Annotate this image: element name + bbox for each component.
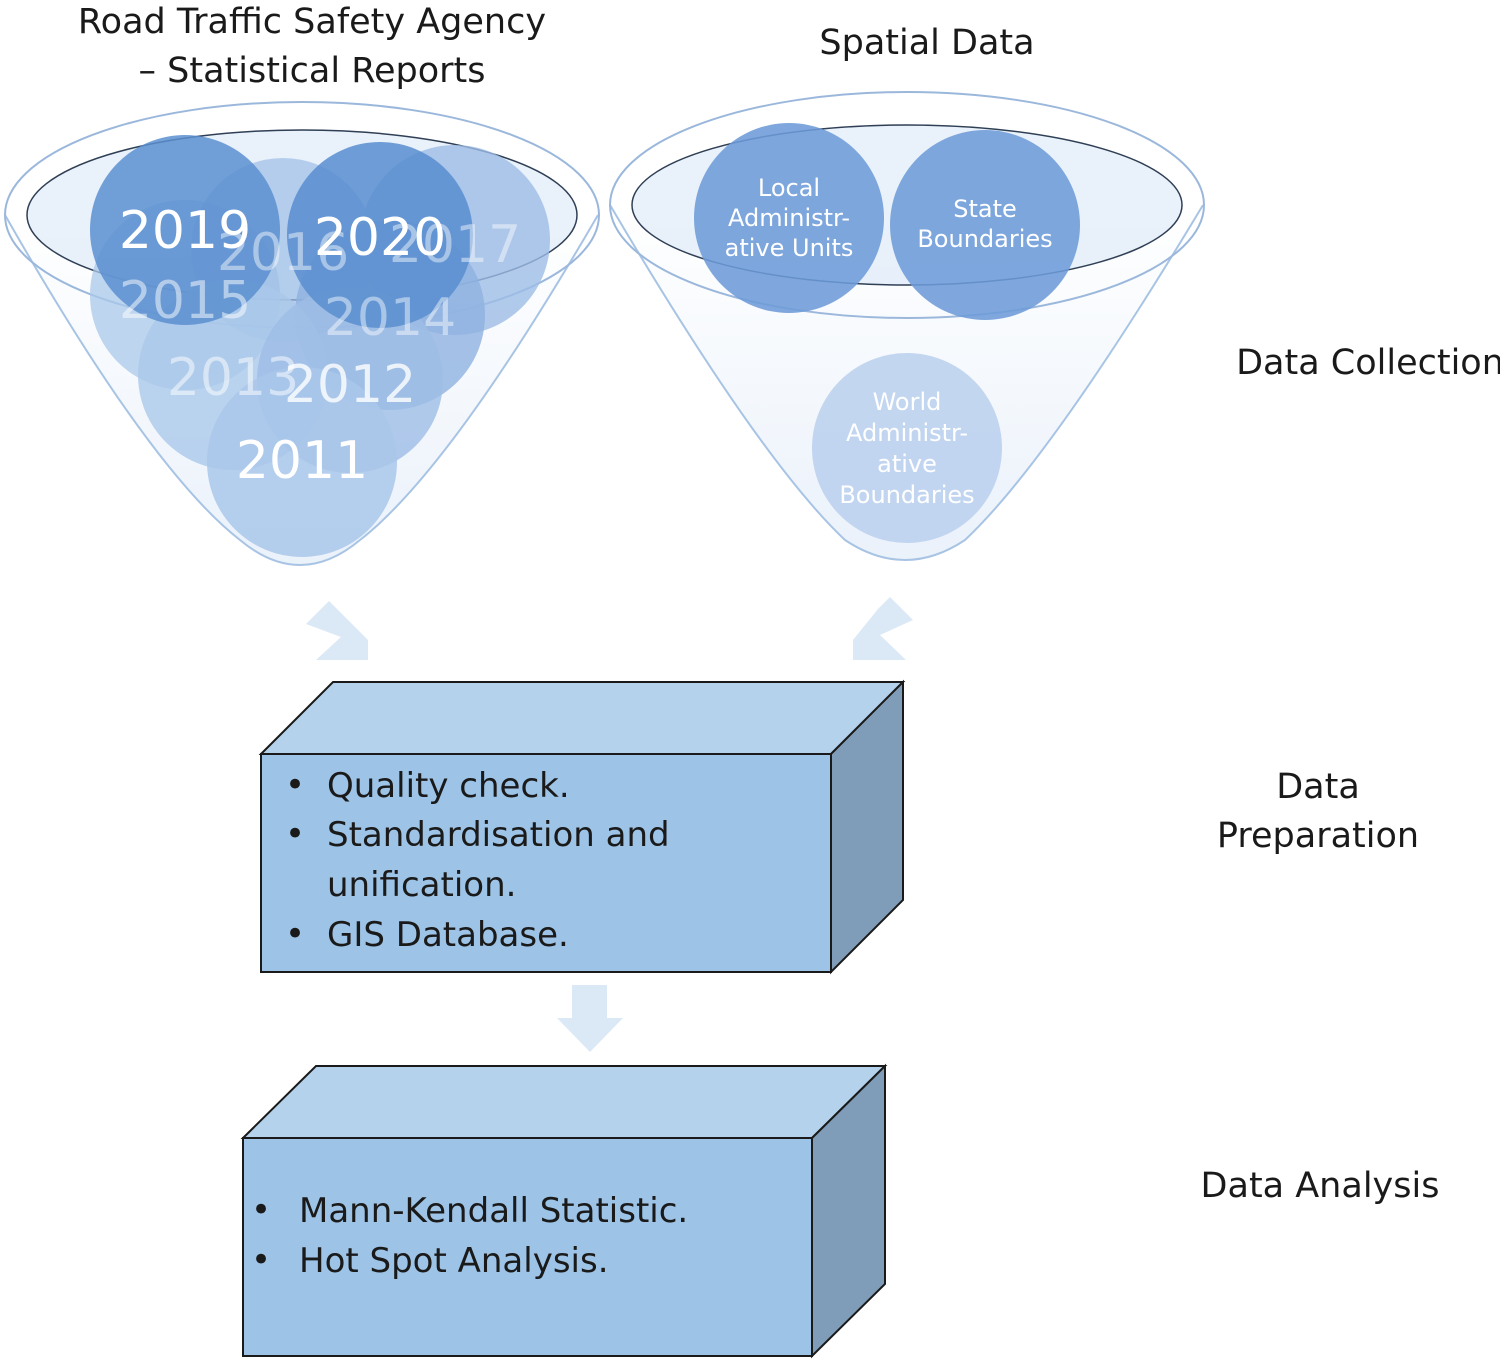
right-funnel-title: Spatial Data	[819, 23, 1034, 63]
label-local-line3: ative Units	[725, 234, 854, 262]
label-world-line3: ative	[877, 450, 937, 478]
label-world-line4: Boundaries	[839, 481, 974, 509]
year-label-2017: 2017	[389, 215, 521, 275]
label-state-line1: State	[953, 195, 1017, 223]
left-funnel-title-line2: – Statistical Reports	[139, 51, 486, 91]
preparation-item-standardisation: Standardisation and	[327, 815, 670, 855]
preparation-bullet-3: •	[285, 914, 305, 954]
left-funnel-title-line1: Road Traffic Safety Agency	[78, 2, 546, 42]
year-label-2013: 2013	[167, 348, 299, 408]
circle-local-administrative-units	[694, 123, 884, 313]
preparation-item-unification: unification.	[327, 865, 516, 905]
analysis-box: • • Mann-Kendall Statistic. Hot Spot Ana…	[240, 1063, 888, 1359]
preparation-item-quality-check: Quality check.	[327, 766, 570, 806]
year-circle-2020	[287, 142, 473, 328]
stage-label-analysis: Data Analysis	[1201, 1166, 1440, 1206]
preparation-box: • • • Quality check. Standardisation and…	[258, 679, 906, 975]
left-funnel: 2017 2016 2015 2014 2013 2012 2011 2019 …	[4, 101, 600, 566]
analysis-item-hot-spot: Hot Spot Analysis.	[299, 1241, 609, 1281]
right-funnel: Local Administr- ative Units State Bound…	[609, 91, 1205, 561]
analysis-bullet-2: •	[251, 1240, 271, 1280]
stage-label-collection: Data Collection	[1236, 343, 1500, 383]
year-circle-2011	[207, 367, 397, 557]
label-local-line1: Local	[758, 174, 820, 202]
year-label-2012: 2012	[284, 355, 416, 415]
label-world-line1: World	[873, 388, 942, 416]
analysis-box-front	[242, 1137, 813, 1357]
circle-state-boundaries	[890, 130, 1080, 320]
label-state-line2: Boundaries	[917, 225, 1052, 253]
arrow-preparation-to-analysis	[557, 985, 623, 1052]
year-label-2019: 2019	[119, 201, 251, 261]
stage-label-preparation-line1: Data	[1276, 767, 1360, 807]
label-world-line2: Administr-	[846, 419, 968, 447]
year-label-2014: 2014	[324, 288, 456, 348]
arrow-left-funnel-to-preparation	[306, 601, 368, 660]
analysis-bullet-1: •	[251, 1190, 271, 1230]
stage-label-preparation-line2: Preparation	[1217, 816, 1419, 856]
analysis-item-mann-kendall: Mann-Kendall Statistic.	[299, 1191, 688, 1231]
preparation-box-top	[258, 681, 906, 755]
right-funnel-outer-rim	[609, 91, 1205, 319]
year-label-2020: 2020	[314, 208, 446, 268]
year-label-2015: 2015	[119, 271, 251, 331]
preparation-bullet-2: •	[285, 814, 305, 854]
circle-world-administrative-boundaries	[812, 353, 1002, 543]
year-circle-2019	[90, 135, 280, 325]
year-label-2016: 2016	[217, 223, 349, 283]
preparation-bullet-1: •	[285, 765, 305, 805]
arrow-right-funnel-to-preparation	[853, 597, 913, 660]
preparation-box-front	[260, 753, 832, 973]
year-label-2011: 2011	[236, 431, 368, 491]
preparation-item-gis-database: GIS Database.	[327, 915, 569, 955]
label-local-line2: Administr-	[728, 204, 850, 232]
analysis-box-top	[240, 1065, 888, 1139]
